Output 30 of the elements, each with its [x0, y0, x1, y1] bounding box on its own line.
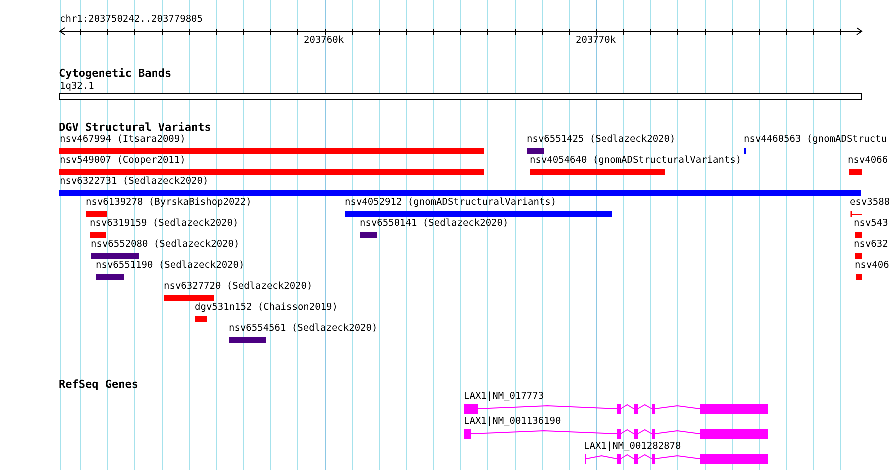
variant-label: nsv6327720 (Sedlazeck2020) [164, 281, 313, 292]
variant-label: nsv6139278 (ByrskaBishop2022) [86, 197, 252, 208]
tick-label: 203770k [576, 35, 616, 46]
variant-label: nsv543 [854, 218, 888, 229]
variant-label: nsv6551425 (Sedlazeck2020) [527, 134, 676, 145]
variant-label: nsv4460563 (gnomADStructu [744, 134, 887, 145]
variant-label: nsv6552080 (Sedlazeck2020) [91, 239, 240, 250]
variant-label: nsv406 [855, 260, 890, 271]
track-heading: Cytogenetic Bands [59, 67, 172, 80]
tick-label: 203760k [304, 35, 344, 46]
variant-label: nsv4054640 (gnomADStructuralVariants) [530, 155, 742, 166]
variant-label: nsv6554561 (Sedlazeck2020) [229, 323, 378, 334]
variant-label: nsv4066 [848, 155, 888, 166]
variant-label: nsv632 [854, 239, 888, 250]
variant-label: esv3588 [850, 197, 890, 208]
variant-label: nsv467994 (Itsara2009) [60, 134, 186, 145]
transcript-label: LAX1|NM_001282878 [584, 441, 682, 452]
variant-label: nsv6322731 (Sedlazeck2020) [60, 176, 209, 187]
variant-label: nsv6550141 (Sedlazeck2020) [360, 218, 509, 229]
variant-label: nsv6319159 (Sedlazeck2020) [90, 218, 239, 229]
band-label: 1q32.1 [60, 81, 94, 92]
variant-label: nsv4052912 (gnomADStructuralVariants) [345, 197, 557, 208]
variant-label: nsv6551190 (Sedlazeck2020) [96, 260, 245, 271]
transcript-label: LAX1|NM_017773 [464, 391, 544, 402]
variant-label: nsv549007 (Cooper2011) [60, 155, 186, 166]
transcript-label: LAX1|NM_001136190 [464, 416, 562, 427]
track-heading: RefSeq Genes [59, 378, 138, 391]
variant-label: dgv531n152 (Chaisson2019) [195, 302, 338, 313]
track-heading: DGV Structural Variants [59, 121, 212, 134]
coordinate-range: chr1:203750242..203779805 [60, 14, 203, 25]
